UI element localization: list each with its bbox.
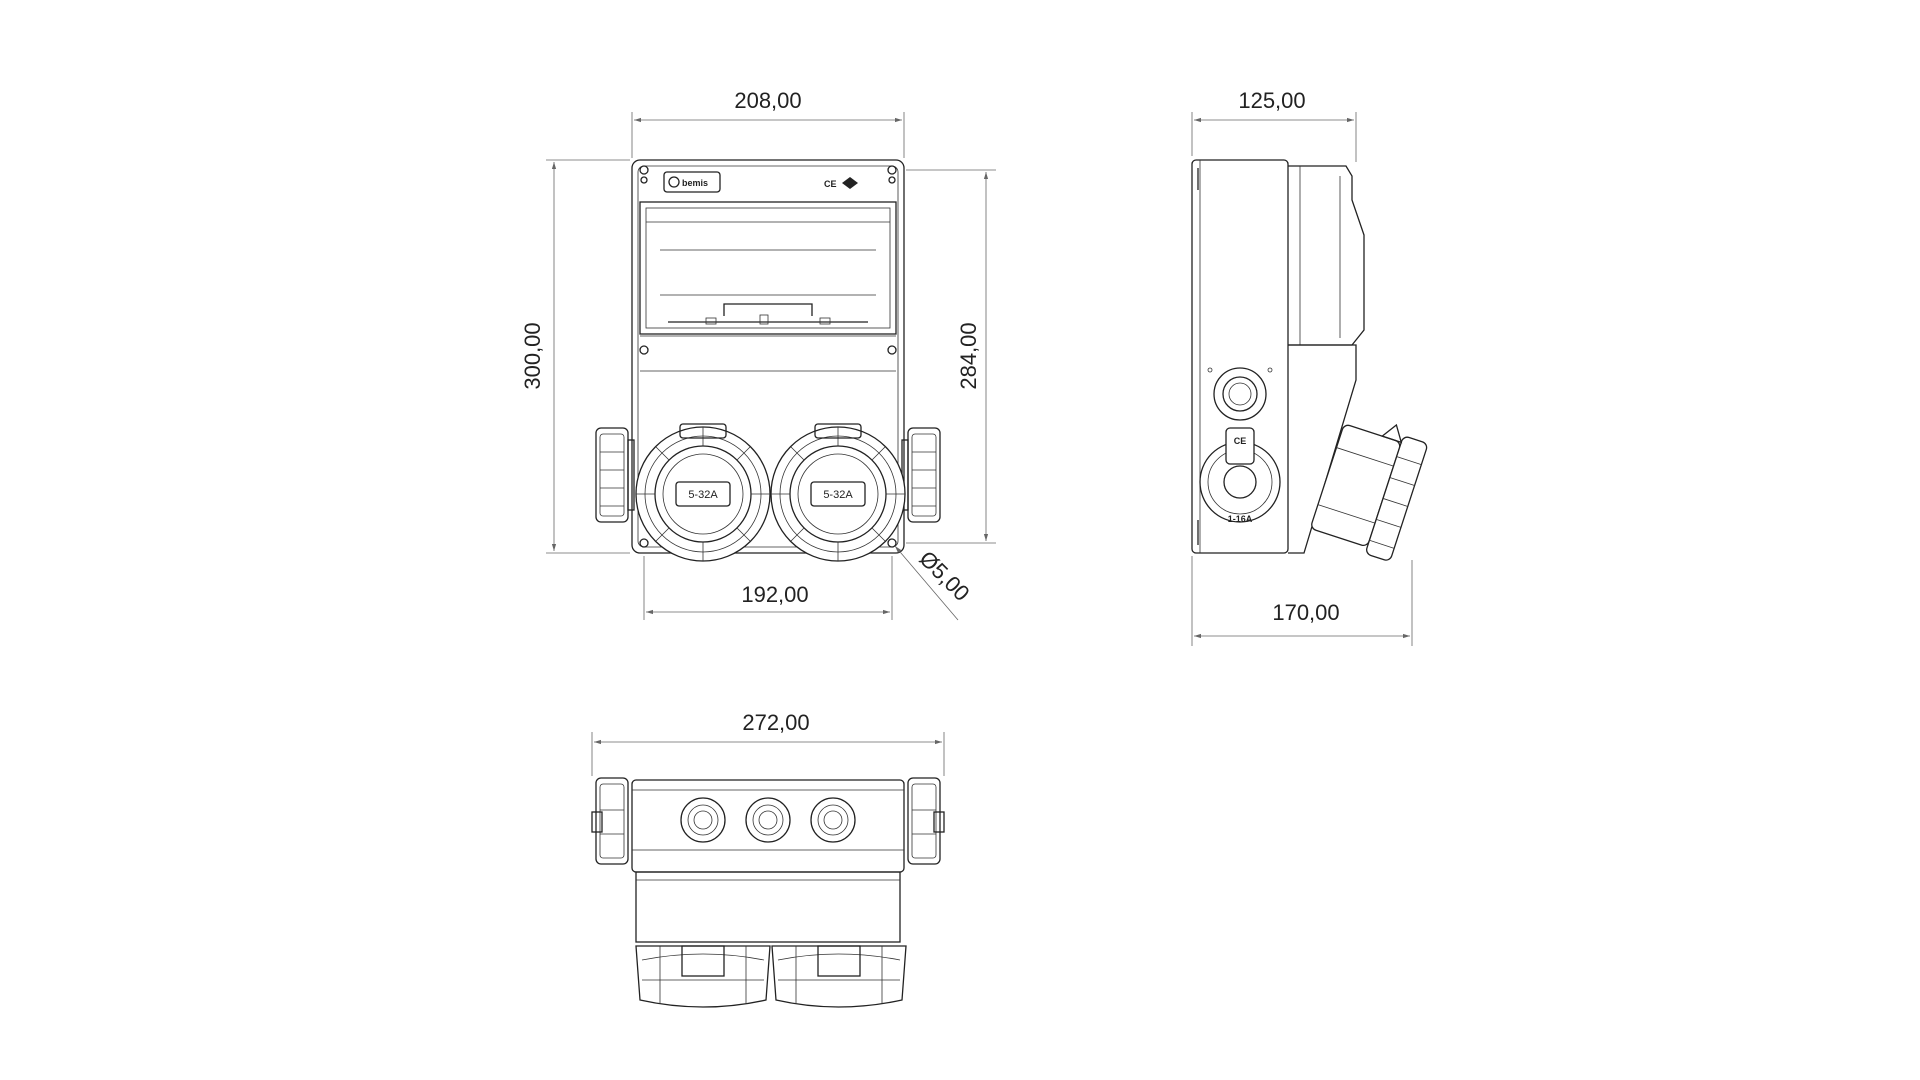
side-view: CE 1-16A 125,00 170,00 [1191, 88, 1428, 646]
dim-hole-diameter: Ø5,00 [894, 545, 975, 621]
dim-bottom-width: 272,00 [591, 710, 945, 776]
front-view: bemis CE [520, 88, 996, 621]
ce-diamond-icon [842, 177, 858, 189]
svg-text:Ø5,00: Ø5,00 [914, 546, 974, 606]
socket-right: 5-32A [770, 423, 906, 562]
side-socket-1-16a: CE 1-16A [1199, 427, 1281, 524]
front-side-socket-left [595, 427, 635, 523]
bottom-enclosure [631, 779, 905, 873]
side-angled-socket [1311, 423, 1428, 561]
svg-text:208,00: 208,00 [734, 88, 801, 113]
svg-text:125,00: 125,00 [1238, 88, 1305, 113]
svg-text:192,00: 192,00 [741, 582, 808, 607]
svg-text:5-32A: 5-32A [688, 489, 718, 501]
bottom-view: 272,00 [591, 710, 945, 1008]
ce-mark: CE [824, 179, 837, 189]
side-round-outlet [1207, 367, 1273, 421]
dim-front-width: 208,00 [631, 88, 905, 158]
svg-text:170,00: 170,00 [1272, 600, 1339, 625]
bottom-socket-left [635, 945, 771, 1008]
dim-front-mount-spacing: 192,00 [643, 556, 893, 620]
svg-text:bemis: bemis [682, 178, 708, 188]
svg-text:300,00: 300,00 [520, 322, 545, 389]
corner-screws [639, 165, 897, 548]
front-side-socket-right [901, 427, 941, 523]
svg-text:CE: CE [1234, 436, 1247, 446]
svg-text:5-32A: 5-32A [823, 489, 853, 501]
dim-front-height-total: 300,00 [520, 159, 630, 554]
bottom-knockouts [680, 797, 856, 843]
svg-text:284,00: 284,00 [956, 322, 981, 389]
front-enclosure [631, 159, 905, 554]
svg-text:272,00: 272,00 [742, 710, 809, 735]
bottom-socket-right [771, 945, 907, 1008]
side-lid [1288, 165, 1365, 346]
dim-front-height-box: 284,00 [906, 169, 996, 544]
dim-side-depth-top: 125,00 [1191, 88, 1357, 162]
side-enclosure [1191, 159, 1289, 554]
bottom-side-plug-left [591, 777, 629, 865]
brand-logo: bemis [663, 171, 721, 193]
socket-left: 5-32A [635, 423, 771, 562]
dim-side-depth-bottom: 170,00 [1191, 556, 1413, 646]
breaker-window [639, 201, 897, 372]
svg-text:1-16A: 1-16A [1228, 514, 1253, 524]
bottom-side-plug-right [907, 777, 945, 865]
